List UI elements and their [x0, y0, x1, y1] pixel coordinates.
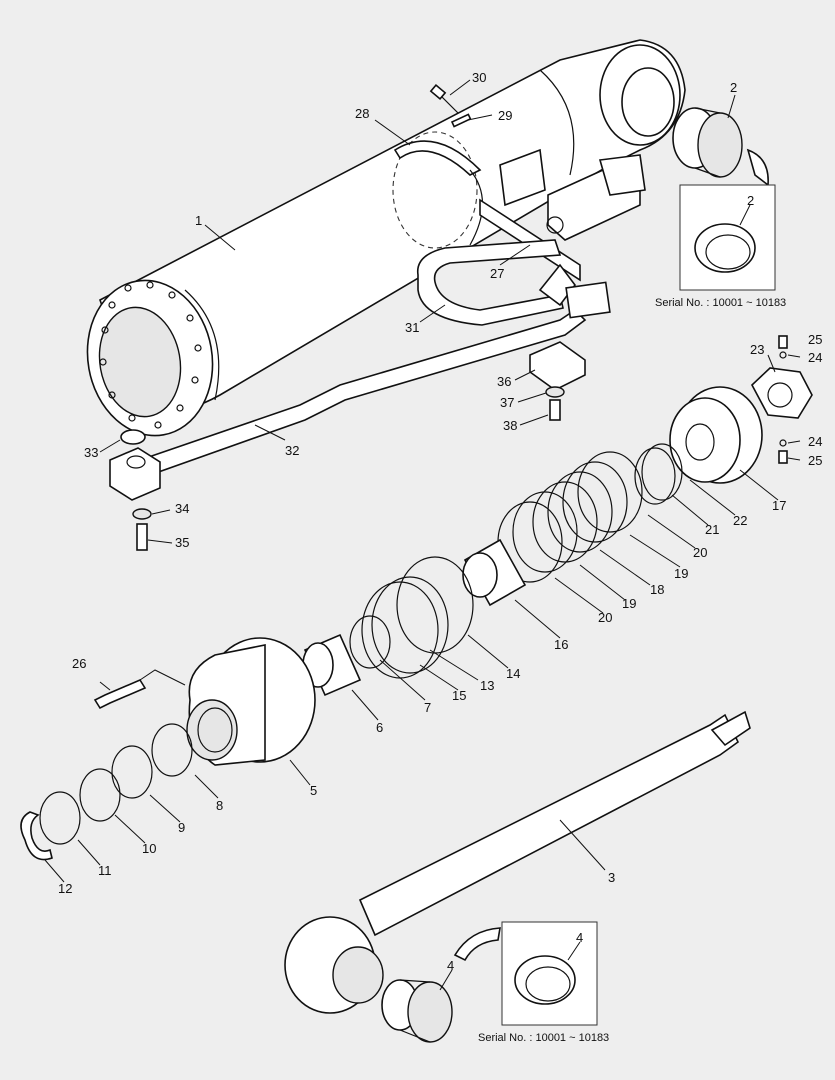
- callout-19b: 19: [622, 596, 636, 611]
- callout-4-main: 4: [447, 958, 454, 973]
- callout-6: 6: [376, 720, 383, 735]
- piston-nut-23: [751, 367, 813, 419]
- callout-12: 12: [58, 881, 72, 896]
- arrow-bottom: [453, 927, 501, 962]
- callout-2-main: 2: [730, 80, 737, 95]
- bolt-38: [549, 399, 561, 421]
- callout-labels: 1 2 2 3 4 4 5 6 7 8 9 10 11 12 13 14 15 …: [58, 70, 822, 973]
- bolt-30: [429, 83, 459, 114]
- callout-26: 26: [72, 656, 86, 671]
- callout-33: 33: [84, 445, 98, 460]
- callout-8: 8: [216, 798, 223, 813]
- callout-25a: 25: [808, 332, 822, 347]
- callout-17: 17: [772, 498, 786, 513]
- callout-10: 10: [142, 841, 156, 856]
- bolt-26: [93, 678, 147, 710]
- callout-38: 38: [503, 418, 517, 433]
- inset-bottom: [501, 921, 598, 1026]
- callout-35: 35: [175, 535, 189, 550]
- callout-24b: 24: [808, 434, 822, 449]
- callout-1: 1: [195, 213, 202, 228]
- head-seals: [349, 556, 474, 679]
- callout-19a: 19: [674, 566, 688, 581]
- callout-7: 7: [424, 700, 431, 715]
- piston-17: [669, 386, 763, 484]
- arrow-top: [746, 148, 769, 187]
- callout-27: 27: [490, 266, 504, 281]
- washer-34: [132, 508, 152, 520]
- callout-13: 13: [480, 678, 494, 693]
- piston-rod-3: [284, 710, 751, 1014]
- callout-5: 5: [310, 783, 317, 798]
- serial-note-top: Serial No. : 10001 ~ 10183: [655, 297, 786, 309]
- callout-14: 14: [506, 666, 520, 681]
- bolt-35: [136, 523, 148, 551]
- callout-22: 22: [733, 513, 747, 528]
- washer-37: [545, 386, 565, 398]
- cylinder-tube: [86, 39, 686, 437]
- callout-4-inset: 4: [576, 930, 583, 945]
- rod-seals: [20, 723, 193, 861]
- callout-36: 36: [497, 374, 511, 389]
- callout-20b: 20: [598, 610, 612, 625]
- callout-32: 32: [285, 443, 299, 458]
- pin-29: [450, 113, 472, 128]
- callout-31: 31: [405, 320, 419, 335]
- callout-2-inset: 2: [747, 193, 754, 208]
- callout-20a: 20: [693, 545, 707, 560]
- callout-37: 37: [500, 395, 514, 410]
- seal-rings: [497, 443, 683, 583]
- callout-24a: 24: [808, 350, 822, 365]
- rod-gland-5: [186, 637, 316, 766]
- inset-top: [679, 184, 776, 291]
- callout-15: 15: [452, 688, 466, 703]
- pipe-assembly: [138, 239, 611, 476]
- callout-34: 34: [175, 501, 189, 516]
- set-screws: [778, 335, 788, 464]
- leader-lines: [44, 79, 801, 991]
- flange-bolt-holes: [99, 281, 202, 429]
- callout-16: 16: [554, 637, 568, 652]
- serial-note-bottom: Serial No. : 10001 ~ 10183: [478, 1032, 609, 1044]
- flange-block-33: [109, 429, 161, 501]
- callout-9: 9: [178, 820, 185, 835]
- bushing-2: [672, 107, 743, 178]
- callout-28: 28: [355, 106, 369, 121]
- callout-21: 21: [705, 522, 719, 537]
- callout-18: 18: [650, 582, 664, 597]
- bushing-4: [381, 979, 453, 1043]
- callout-30: 30: [472, 70, 486, 85]
- callout-3: 3: [608, 870, 615, 885]
- callout-29: 29: [498, 108, 512, 123]
- clamp-36: [529, 341, 586, 391]
- callout-25b: 25: [808, 453, 822, 468]
- callout-11: 11: [98, 863, 112, 878]
- bushing-16: [462, 538, 527, 607]
- callout-23: 23: [750, 342, 764, 357]
